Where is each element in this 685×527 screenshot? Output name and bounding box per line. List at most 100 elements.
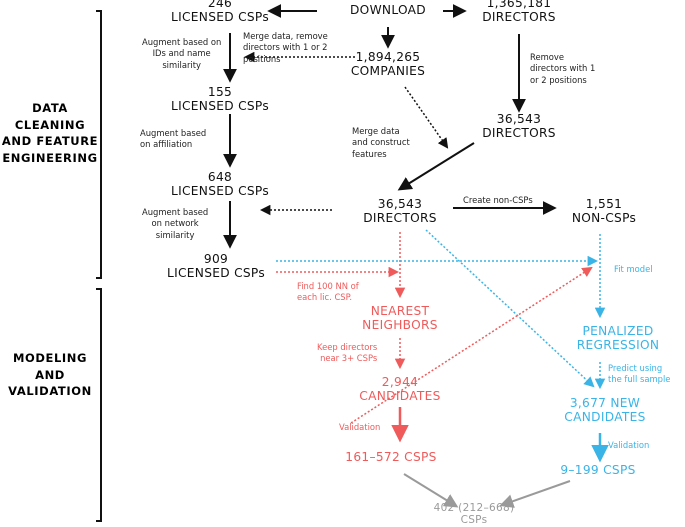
label-merge-construct-line: features <box>352 148 387 159</box>
label-fit-model-line: Fit model <box>614 264 653 274</box>
label-merge-remove-line: directors with 1 or 2 <box>243 42 328 53</box>
node-licensed-909-line: LICENSED CSPs <box>166 265 266 280</box>
section-modeling-validation-line: AND <box>35 367 65 382</box>
label-create-non-csps: Create non-CSPs <box>463 195 533 206</box>
label-augment-affiliation-line: on affiliation <box>140 139 193 150</box>
label-augment-affiliation-line: Augment based <box>140 128 207 138</box>
node-licensed-246-line: 246 <box>207 0 233 10</box>
node-nearest-neighbors-line: NEAREST <box>370 304 430 318</box>
arrow-blue-to-final <box>499 480 571 508</box>
node-licensed-909-line: 909 <box>203 252 229 266</box>
label-merge-construct-line: Merge data <box>352 126 400 136</box>
label-augment-ids-line: Augment based on <box>142 37 222 47</box>
node-new-candidates-line: CANDIDATES <box>564 409 646 424</box>
arrow-red-to-final <box>403 473 459 508</box>
label-keep-directors-line: near 3+ CSPs <box>320 353 378 364</box>
label-augment-network-line: similarity <box>155 229 195 240</box>
label-augment-ids-line: IDs and name <box>152 48 211 59</box>
node-licensed-648-line: 648 <box>207 170 233 184</box>
label-remove-directors-line: Remove <box>530 52 564 62</box>
node-directors-36543-a-line: 36,543 <box>496 112 542 126</box>
label-augment-network-line: on network <box>151 218 199 229</box>
label-predict-full-line: the full sample <box>608 374 671 385</box>
arrow-directors-to-newcand <box>425 229 595 388</box>
section-modeling-validation-line: VALIDATION <box>8 384 92 399</box>
node-new-candidates-line: 3,677 NEW <box>569 396 641 410</box>
node-csps-9-199: 9–199 CSPS <box>560 463 636 478</box>
node-final-csps: 402 (212–668)CSPs <box>433 502 515 527</box>
node-licensed-648-line: LICENSED CSPs <box>170 183 270 198</box>
label-merge-construct-line: and construct <box>352 137 410 148</box>
node-nearest-neighbors-line: NEIGHBORS <box>362 317 438 332</box>
node-final-csps-line: CSPs <box>460 513 488 526</box>
label-validation-blue: Validation <box>608 440 649 451</box>
node-directors-36543-a-line: DIRECTORS <box>482 125 556 140</box>
node-directors-1365181-line: 1,365,181 <box>486 0 552 10</box>
label-remove-directors-line: directors with 1 <box>530 63 596 74</box>
node-non-csps-line: 1,551 <box>585 197 623 211</box>
section-data-cleaning-line: ENGINEERING <box>2 151 98 166</box>
node-csps-161-572-line: 161–572 CSPS <box>345 450 437 464</box>
label-keep-directors-line: Keep directors <box>317 342 378 352</box>
label-augment-network-line: Augment based <box>142 207 209 217</box>
node-non-csps-line: NON-CSPs <box>571 210 637 225</box>
node-candidates-2944-line: CANDIDATES <box>359 388 441 403</box>
label-create-non-csps-line: Create non-CSPs <box>463 195 533 205</box>
section-data-cleaning: DATA CLEANING AND FEATURE ENGINEERING <box>2 100 98 167</box>
node-penalized-regression-line: REGRESSION <box>576 337 660 352</box>
arrow-36543-to-36543 <box>397 142 475 191</box>
label-predict-full-line: Predict using <box>608 363 663 373</box>
node-licensed-155-line: 155 <box>207 85 233 99</box>
label-validation-blue-line: Validation <box>608 440 650 450</box>
label-augment-ids-line: similarity <box>162 59 201 70</box>
node-download: DOWNLOAD <box>349 3 427 18</box>
label-merge-remove-line: positions <box>243 53 281 64</box>
node-csps-161-572: 161–572 CSPS <box>345 450 437 465</box>
node-csps-9-199-line: 9–199 CSPS <box>560 463 636 477</box>
node-directors-36543-b-line: 36,543 <box>377 197 423 211</box>
label-remove-directors-line: or 2 positions <box>530 74 587 85</box>
node-directors-1365181-line: DIRECTORS <box>482 9 556 24</box>
node-download-line: DOWNLOAD <box>349 3 427 17</box>
arrow-companies-to-36543 <box>404 86 449 149</box>
node-companies-line: 1,894,265 <box>355 50 421 64</box>
label-validation-red: Validation <box>339 422 380 433</box>
section-data-cleaning-line: AND FEATURE <box>1 134 99 149</box>
node-candidates-2944-line: 2,944 <box>381 375 419 389</box>
label-fit-model: Fit model <box>614 264 653 275</box>
node-licensed-246-line: LICENSED CSPs <box>170 9 270 24</box>
node-directors-36543-b-line: DIRECTORS <box>363 210 437 225</box>
section-modeling-validation: MODELING AND VALIDATION <box>8 350 92 400</box>
node-penalized-regression-line: PENALIZED <box>582 324 654 338</box>
section-data-cleaning-line: CLEANING <box>14 117 86 132</box>
node-companies-line: COMPANIES <box>350 63 426 78</box>
label-find-nn-line: each lic. CSP. <box>297 292 353 303</box>
node-final-csps-line: 402 (212–668) <box>433 502 515 514</box>
section-modeling-validation-line: MODELING <box>12 351 88 365</box>
section-data-cleaning-line: DATA <box>32 101 68 115</box>
label-merge-remove-line: Merge data, remove <box>243 31 328 41</box>
